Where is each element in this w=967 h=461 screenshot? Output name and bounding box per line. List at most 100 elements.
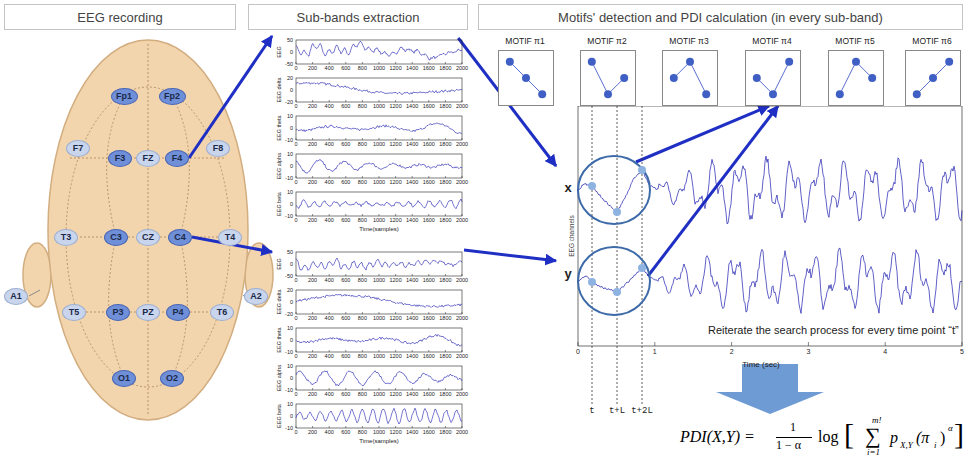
motif-title: MOTIF π3 <box>669 36 708 46</box>
tick-label: 0 <box>294 277 297 283</box>
electrode-label: T6 <box>217 307 228 317</box>
tick-label: 1400 <box>406 65 418 71</box>
tick-label: 1800 <box>439 277 451 283</box>
signal-axes <box>556 106 964 422</box>
sample-dot <box>613 208 621 216</box>
panel-header: EEG recording <box>4 4 236 30</box>
tick-label: 1600 <box>423 391 435 397</box>
tick-label: 600 <box>341 103 350 109</box>
motif-dot <box>506 58 514 66</box>
tick-label: 0 <box>290 299 294 305</box>
motif-pattern <box>829 51 883 105</box>
tick-label: 10 <box>287 401 294 407</box>
tick-mark <box>462 214 463 216</box>
tick-label: 0 <box>294 391 297 397</box>
axis-label: EEG alpha <box>276 365 282 392</box>
tick-mark <box>412 138 413 140</box>
tick-label: 0 <box>290 49 294 55</box>
tick-mark <box>412 214 413 216</box>
tick-label: 1200 <box>389 429 401 435</box>
arrow-connector <box>464 250 556 261</box>
tick-label: -20 <box>285 99 294 105</box>
axis-frame <box>578 106 962 346</box>
tick-mark <box>412 350 413 352</box>
formula-part: m! <box>872 416 882 425</box>
tick-mark <box>296 214 297 216</box>
motif-dot <box>538 90 546 98</box>
tick-label: 800 <box>358 429 367 435</box>
formula-part: p <box>890 430 898 446</box>
tick-label: 1600 <box>423 315 435 321</box>
tick-label: 200 <box>308 277 317 283</box>
motif-title: MOTIF π5 <box>835 36 874 46</box>
tick-label: 1400 <box>406 391 418 397</box>
motif-dot <box>769 90 777 98</box>
motif-pattern <box>906 51 960 105</box>
motif-dot <box>852 58 860 66</box>
tick-label: 400 <box>325 429 334 435</box>
formula-part: PDI(X,Y) = <box>680 429 755 445</box>
electrode: F8 <box>206 140 230 157</box>
tick-label: 10 <box>287 363 294 369</box>
tick-mark <box>428 426 429 428</box>
tick-label: 1400 <box>406 315 418 321</box>
tick-label: 200 <box>308 141 317 147</box>
subband-axes <box>272 248 464 448</box>
sample-dot <box>638 264 646 272</box>
subband-axes <box>272 36 464 236</box>
motif-highlight <box>578 156 650 224</box>
tick-label: 0 <box>294 353 297 359</box>
tick-label: 1 <box>653 348 657 355</box>
tick-label: 2000 <box>456 277 468 283</box>
electrode: T6 <box>210 304 234 321</box>
tick-mark <box>345 388 346 390</box>
motif-frame <box>580 50 636 106</box>
axis-label: EEG <box>276 258 282 270</box>
tick-mark <box>362 426 363 428</box>
electrode: Fp2 <box>159 88 186 105</box>
motif-title: MOTIF π2 <box>587 36 626 46</box>
electrode-label: C4 <box>174 232 186 242</box>
tick-mark <box>428 138 429 140</box>
fraction-bar <box>776 437 812 438</box>
eeg-trace <box>296 123 462 134</box>
tick-label: 2000 <box>456 103 468 109</box>
tick-label: 400 <box>325 315 334 321</box>
tick-mark <box>362 214 363 216</box>
tick-label: 200 <box>308 391 317 397</box>
axis-frame <box>296 252 462 276</box>
head-illustration <box>23 40 273 420</box>
electrode-label: A1 <box>10 291 22 301</box>
tick-mark <box>445 138 446 140</box>
tick-mark <box>329 176 330 178</box>
axis-frame <box>296 78 462 102</box>
tick-label: 3 <box>806 348 810 355</box>
tick-label: 200 <box>308 217 317 223</box>
tick-mark <box>362 312 363 314</box>
motif-title: MOTIF π1 <box>505 36 544 46</box>
tick-mark <box>345 274 346 276</box>
tick-label: 400 <box>325 391 334 397</box>
time-point-label: t <box>589 406 594 416</box>
tick-mark <box>329 100 330 102</box>
electrode-label: P4 <box>172 307 183 317</box>
tick-label: 600 <box>341 141 350 147</box>
motif-box: MOTIF π5 <box>825 36 885 106</box>
tick-mark <box>312 100 313 102</box>
tick-label: -20 <box>285 311 294 317</box>
tick-label: 1800 <box>439 217 451 223</box>
electrode-label: T4 <box>225 232 236 242</box>
header-text: EEG recording <box>77 10 162 25</box>
tick-mark <box>412 312 413 314</box>
tick-mark <box>412 274 413 276</box>
eeg-trace <box>578 156 962 224</box>
motif-frame <box>905 50 961 106</box>
tick-mark <box>312 274 313 276</box>
axis-label: EEG <box>276 46 282 58</box>
tick-mark <box>312 176 313 178</box>
tick-label: 1400 <box>406 103 418 109</box>
tick-label: 1600 <box>423 65 435 71</box>
eeg-trace <box>296 199 462 209</box>
tick-mark <box>379 350 380 352</box>
axis-frame <box>296 404 462 428</box>
